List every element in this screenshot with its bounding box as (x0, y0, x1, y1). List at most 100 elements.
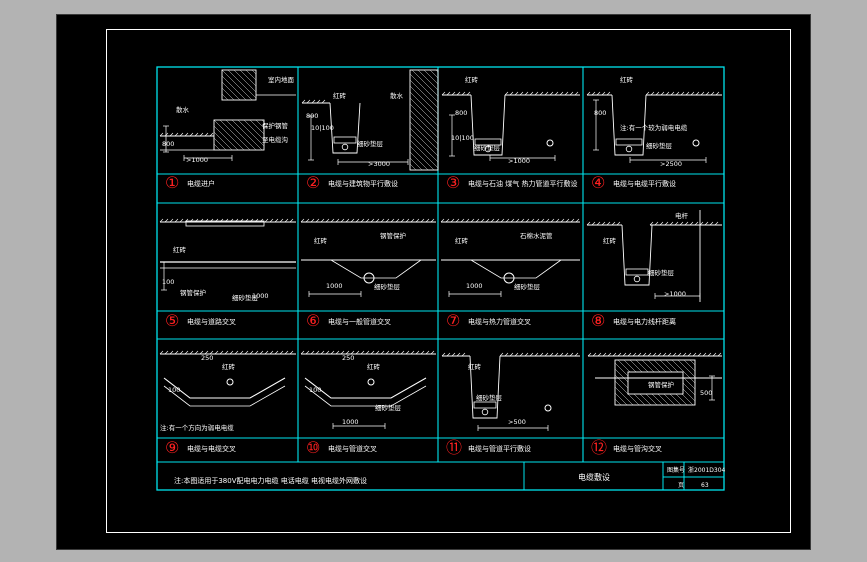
ground-line (159, 132, 214, 137)
ground-line (301, 99, 330, 104)
ground-line (159, 350, 296, 355)
dimension-line (183, 155, 233, 161)
detail-geometry (159, 69, 722, 431)
cable-trench (469, 355, 501, 419)
caption-number: ① (165, 173, 179, 192)
cable-route-lower (304, 385, 427, 407)
dimension-line (448, 291, 502, 297)
detail-label: 红砖 (603, 236, 617, 245)
caption-text: 电缆与热力管道交叉 (468, 317, 531, 326)
vertical-dimension (709, 375, 715, 401)
cable-trench (329, 102, 361, 154)
detail-label: 1000 (342, 418, 359, 426)
detail-label: 红砖 (314, 236, 328, 245)
ground-line (586, 91, 612, 96)
caption-text: 电缆与电力线杆距离 (613, 317, 676, 326)
title-block: 注:本图适用于380V配电电力电缆 电话电缆 电视电缆外网敷设 电缆敷设 图集号… (174, 466, 726, 489)
brick-cover (474, 138, 502, 146)
brick-cover (625, 268, 649, 276)
ground-line (586, 221, 622, 226)
pipe-section (544, 404, 552, 412)
pipe-section (503, 272, 515, 284)
title-block-note: 注:本图适用于380V配电电力电缆 电话电缆 电视电缆外网敷设 (174, 476, 367, 485)
caption-text: 电缆与石油 煤气 热力管道平行敷设 (468, 179, 577, 188)
detail-label: 至电缆沟 (262, 135, 288, 144)
detail-label: 10|100 (311, 124, 334, 132)
detail-label: 红砖 (465, 75, 479, 84)
vertical-dimension (161, 261, 167, 291)
detail-label: 细砂垫层 (474, 143, 501, 152)
drawing-number-label: 图集号 (667, 466, 685, 474)
detail-label: 注:有一个方向为弱电电缆 (160, 423, 234, 432)
detail-label: 室内地面 (268, 75, 295, 84)
dimension-line (477, 425, 549, 431)
outer-frame (156, 66, 725, 491)
caption-number: ⑤ (165, 311, 179, 330)
detail-label: 800 (594, 109, 606, 117)
caption-text: 电缆与建筑物平行敷设 (328, 179, 398, 188)
detail-label: 散水 (176, 105, 190, 114)
caption-text: 电缆与电缆交叉 (187, 444, 236, 453)
cable-section (692, 139, 700, 147)
building-wall (221, 69, 257, 101)
detail-label: 钢管保护 (380, 231, 406, 240)
ground-line (587, 352, 722, 357)
brick-cover (615, 138, 643, 146)
dimension-line (654, 293, 701, 299)
detail-label: 注:有一个较为弱电电缆 (620, 123, 688, 132)
ground-line (649, 221, 722, 226)
detail-label: >1000 (508, 157, 530, 165)
caption-number: ③ (446, 173, 460, 192)
cable-section (226, 378, 234, 386)
cable-section (367, 378, 375, 386)
pipe-section (363, 272, 375, 284)
brick-cover (333, 136, 357, 144)
caption-number: ⑩ (306, 438, 320, 457)
detail-label: 红砖 (367, 362, 381, 371)
detail-label: 100 (309, 386, 321, 394)
detail-label: 1000 (326, 282, 343, 290)
detail-label: >1000 (664, 290, 686, 298)
detail-label: 钢管保护 (180, 288, 206, 297)
detail-label: 保护钢管 (262, 121, 289, 130)
sand-bed-curve (470, 259, 562, 279)
detail-label: 500 (700, 389, 712, 397)
ground-line (440, 218, 580, 223)
detail-label: 细砂垫层 (646, 141, 673, 150)
cell-grid (156, 66, 725, 491)
detail-label: 1000 (252, 292, 269, 300)
caption-number: ⑪ (446, 438, 462, 457)
detail-label: 红砖 (222, 362, 236, 371)
ground-line (504, 91, 580, 96)
caption-text: 电缆与一般管道交叉 (328, 317, 391, 326)
detail-label: 细砂垫层 (375, 403, 402, 412)
caption-text: 电缆与电缆平行敷设 (613, 179, 676, 188)
drawing-number: 浙2001D304 (688, 466, 726, 474)
detail-label: 红砖 (173, 245, 187, 254)
detail-label: 钢管保护 (648, 380, 674, 389)
pipe-section (546, 139, 554, 147)
detail-label: 100 (168, 386, 180, 394)
cable-section (481, 408, 489, 416)
detail-label: 细砂垫层 (232, 293, 259, 302)
detail-label: >2500 (660, 160, 682, 168)
caption-text: 电缆进户 (187, 179, 215, 188)
detail-label: 10|100 (451, 134, 474, 142)
cable-trench (621, 224, 653, 286)
sheet-border (106, 29, 791, 533)
detail-label: 电杆 (675, 211, 689, 220)
page-number: 63 (701, 482, 709, 489)
vertical-dimension (163, 125, 169, 153)
page-label: 页 (678, 482, 684, 489)
cable-section (625, 145, 633, 153)
cable-route (304, 377, 427, 399)
cable-trench (470, 94, 506, 156)
cable-section (484, 145, 492, 153)
detail-label: 红砖 (333, 91, 347, 100)
title-block-title: 电缆敷设 (578, 472, 610, 482)
cable-route-lower (163, 385, 286, 407)
caption-number: ⑨ (165, 438, 179, 457)
cable-trench (611, 94, 647, 156)
